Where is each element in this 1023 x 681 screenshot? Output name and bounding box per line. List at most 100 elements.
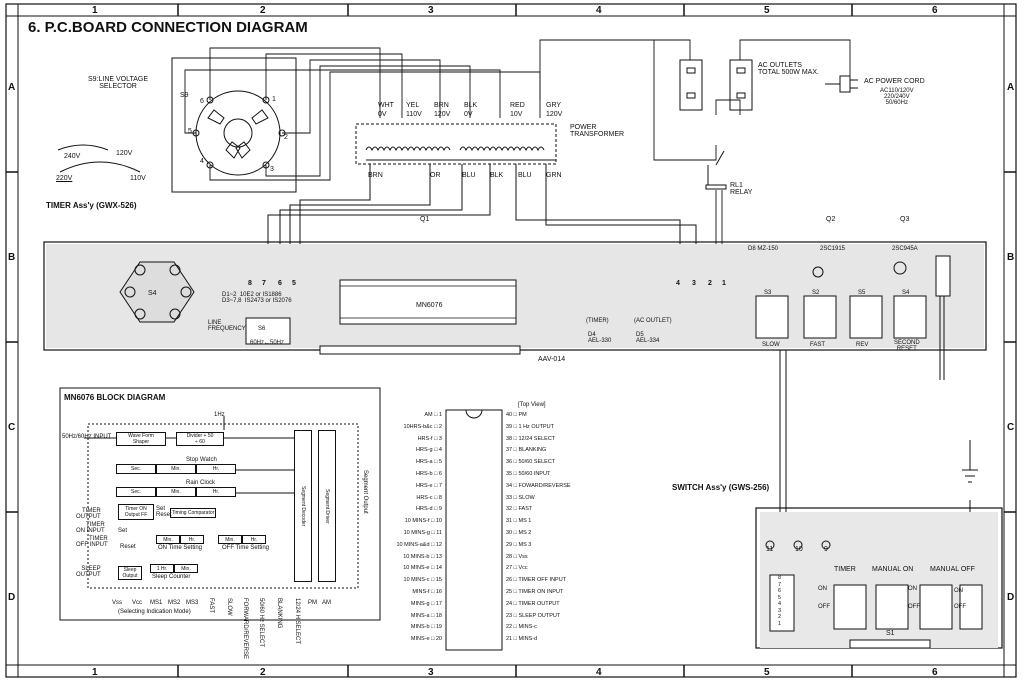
pad-10: 10 [795,546,803,553]
selector-pin-6: 6 [200,98,204,105]
block-sleep-hr: 1 Hr. [150,564,174,573]
bottom-pin-50-60: 50/60 Hz SELECT [258,598,264,648]
bottom-pin-blanking: BLANKING [276,598,282,629]
q2-label: Q2 [826,216,836,223]
row-label-a: A [8,82,16,93]
block-timer-on-ff: Timer ON Output FF [118,504,154,520]
manual-off-on-label: ON [954,588,963,594]
pin-left-16: MINS-f □ 16 [412,589,442,595]
col-label-3: 3 [428,5,434,16]
page-title: 6. P.C.BOARD CONNECTION DIAGRAM [28,19,308,36]
pin-right-39: 39 □ 1 Hz OUTPUT [506,423,554,430]
pin-right-22: 22 □ MINS-c [506,624,537,631]
q1-label: Q1 [420,216,430,223]
pin-right-32: 32 □ FAST [506,506,533,513]
input-sleep-output: SLEEP OUTPUT [76,566,101,578]
tap-5-volt: 10V [510,111,523,118]
button-id-s3: S3 [764,290,772,296]
block-sleep-output: Sleep Output [118,566,142,580]
switch-conn-pin-5: 5 [778,594,782,601]
d5-label: D5 AEL-334 [636,332,660,344]
conn-right-4: 4 [676,280,680,287]
top-view-label: [Top View] [518,402,546,408]
row-label-d: D [8,592,16,603]
col-label-4-bottom: 4 [596,667,602,678]
timer-board [43,241,987,560]
block-set: Set [118,528,128,534]
tap-1-color: WHT [378,102,394,109]
transformer-label: POWER TRANSFORMER [570,124,625,138]
timer-assy-label: TIMER Ass'y (GWX-526) [46,201,137,210]
switch-conn-pin-2: 2 [778,614,782,620]
diode-spec: D1~2 10E2 or IS1886 D3~7,8 IS2473 or IS2… [222,292,292,304]
pin-left-14: 10 MINS-e □ 14 [403,565,442,572]
pin-right-35: 35 □ 50/60 INPUT [506,471,551,477]
pin-right-26: 26 □ TIMER OFF INPUT [506,577,567,584]
bottom-pin-vcc: Vcc [132,600,143,606]
block-sw-min: Min. [156,464,196,474]
button-id-s5: S5 [858,290,866,296]
input-timer-output: TIMER OUTPUT [76,508,101,520]
ic-label: MN6076 [416,302,443,309]
relay-label: RL1 RELAY [730,182,753,196]
block-sleep-min: Min. [174,564,198,573]
block-diagram [59,387,381,621]
tap-4-color: BLK [464,102,478,109]
timer-switch-label: TIMER [834,566,856,573]
v110-label: 110V [130,175,146,182]
row-label-b-right: B [1007,252,1015,263]
secondary-4: BLK [490,172,504,179]
switch-conn-pin-3: 3 [778,607,782,614]
q3-label: Q3 [900,216,910,223]
tap-6-color: GRY [546,102,562,109]
conn-right-3: 3 [692,280,696,287]
pin-left-20: MINS-e □ 20 [410,636,442,643]
manual-on-off-label: OFF [908,604,920,610]
block-rc-hr: Hr. [196,487,236,497]
switch-conn-pin-8: 8 [778,575,782,581]
bottom-pin-12-24: 12/24 H SELECT [294,598,300,645]
pin-left-6: HRS-b □ 6 [416,471,442,477]
tap-3-color: BRN [434,102,449,109]
pin-right-38: 38 □ 12/24 SELECT [506,435,556,442]
pin-left-17: MINS-g □ 17 [410,600,442,607]
col-label-3-bottom: 3 [428,667,434,678]
selector-pin-4: 4 [200,158,204,165]
pin-left-13: 10 MINS-b □ 13 [403,553,442,560]
timer-led-label: (TIMER) [586,318,609,324]
pin-right-27: 27 □ Vcc [506,565,528,572]
pin-right-28: 28 □ Vss [506,553,528,560]
block-sleep-counter: Sleep Counter [152,574,191,580]
conn-left-5: 5 [292,280,296,287]
pin-right-24: 24 □ TIMER OUTPUT [506,600,560,607]
pad-11: 11 [766,546,774,553]
pin-left-18: MINS-a □ 18 [410,612,442,619]
s1-label: S1 [886,630,895,637]
button-fast-label: FAST [810,342,826,348]
manual-on-label: MANUAL ON [872,566,914,573]
freq-label: 60Hz←50Hz [250,340,285,346]
conn-left-7: 7 [262,280,266,287]
secondary-1: BRN [368,172,383,179]
button-id-s4: S4 [902,290,910,296]
selector-pin-3: 3 [270,166,274,173]
pin-left-3: HRS-f □ 3 [417,435,442,442]
pin-right-33: 33 □ SLOW [506,494,535,501]
power-transformer [267,123,697,262]
bottom-pin-ms3: MS3 [186,600,199,606]
pin-right-29: 29 □ MS 3 [506,541,532,548]
input-timer-on: TIMER ON INPUT [76,522,105,534]
pin-left-5: HRS-a □ 5 [416,459,442,466]
col-label-5-bottom: 5 [764,667,770,678]
bottom-pin-vss: Vss [112,600,123,606]
pin-left-7: HRS-e □ 7 [416,482,442,489]
selector-pin-2: 2 [284,134,288,141]
bottom-pin-fast: FAST [208,598,214,614]
secondary-2: OR [430,172,441,179]
block-reset: Reset [120,544,136,550]
timer-on-label: ON [818,586,827,592]
row-label-b: B [8,252,16,263]
selector-pin-1: 1 [272,96,276,103]
switch-conn-pin-7: 7 [778,581,782,588]
row-label-d-right: D [1007,592,1015,603]
